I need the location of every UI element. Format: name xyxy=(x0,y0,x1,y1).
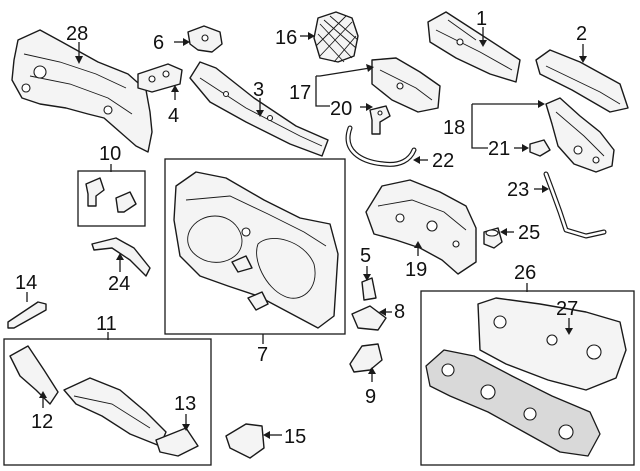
callout-4: 4 xyxy=(168,105,179,127)
callout-2: 2 xyxy=(576,23,587,45)
callout-26: 26 xyxy=(514,262,536,284)
callout-27: 27 xyxy=(556,298,578,320)
callout-8: 8 xyxy=(394,301,405,323)
part-14-strip[interactable] xyxy=(7,301,47,329)
part-12-rail[interactable] xyxy=(9,345,59,405)
part-25-grommet[interactable] xyxy=(483,227,503,249)
part-17-insulator[interactable] xyxy=(371,57,441,113)
callout-16: 16 xyxy=(275,27,297,49)
part-22-seal[interactable] xyxy=(345,125,417,167)
part-26-insulator[interactable] xyxy=(425,349,601,457)
callout-3: 3 xyxy=(253,79,264,101)
part-18-side-panel[interactable] xyxy=(545,97,615,173)
callout-20: 20 xyxy=(330,98,352,120)
part-11-rail[interactable] xyxy=(63,377,167,447)
callout-18: 18 xyxy=(443,117,465,139)
part-28-dash-panel[interactable] xyxy=(11,29,153,153)
part-7-clip[interactable] xyxy=(247,291,269,311)
callout-12: 12 xyxy=(31,411,53,433)
part-5-clip[interactable] xyxy=(361,277,377,301)
part-8-bracket[interactable] xyxy=(351,305,387,331)
callout-15: 15 xyxy=(284,426,306,448)
part-21-clip[interactable] xyxy=(529,139,551,157)
callout-24: 24 xyxy=(108,273,130,295)
callout-6: 6 xyxy=(153,32,164,54)
part-1-cowl-top[interactable] xyxy=(427,11,521,83)
part-19-insulator[interactable] xyxy=(365,179,477,275)
part-23-cable[interactable] xyxy=(543,171,607,239)
callout-1: 1 xyxy=(476,8,487,30)
part-3-cowl-panel[interactable] xyxy=(189,61,329,157)
part-10-clips[interactable] xyxy=(85,177,137,213)
part-13-bracket[interactable] xyxy=(155,427,199,457)
callout-17: 17 xyxy=(289,82,311,104)
callout-25: 25 xyxy=(518,222,540,244)
callout-28: 28 xyxy=(66,23,88,45)
callout-13: 13 xyxy=(174,393,196,415)
part-4-bracket[interactable] xyxy=(137,63,183,93)
part-15-bracket[interactable] xyxy=(225,423,265,459)
callout-9: 9 xyxy=(365,386,376,408)
callout-5: 5 xyxy=(360,245,371,267)
part-16-grille[interactable] xyxy=(313,11,359,63)
part-7-dash-panel[interactable] xyxy=(173,171,339,329)
part-9-bracket[interactable] xyxy=(349,343,383,373)
callout-21: 21 xyxy=(488,138,510,160)
callout-14: 14 xyxy=(15,272,37,294)
part-24-strip[interactable] xyxy=(91,237,151,277)
callout-10: 10 xyxy=(99,143,121,165)
part-20-bracket[interactable] xyxy=(369,105,391,135)
callout-11: 11 xyxy=(96,313,117,335)
callout-23: 23 xyxy=(507,179,529,201)
callout-7: 7 xyxy=(257,344,268,366)
part-2-cowl-extension[interactable] xyxy=(535,49,629,113)
part-6-bracket[interactable] xyxy=(187,25,223,53)
callout-22: 22 xyxy=(432,150,454,172)
callout-19: 19 xyxy=(405,259,427,281)
part-27-silencer[interactable] xyxy=(477,297,627,391)
part-7-frame xyxy=(164,158,346,335)
